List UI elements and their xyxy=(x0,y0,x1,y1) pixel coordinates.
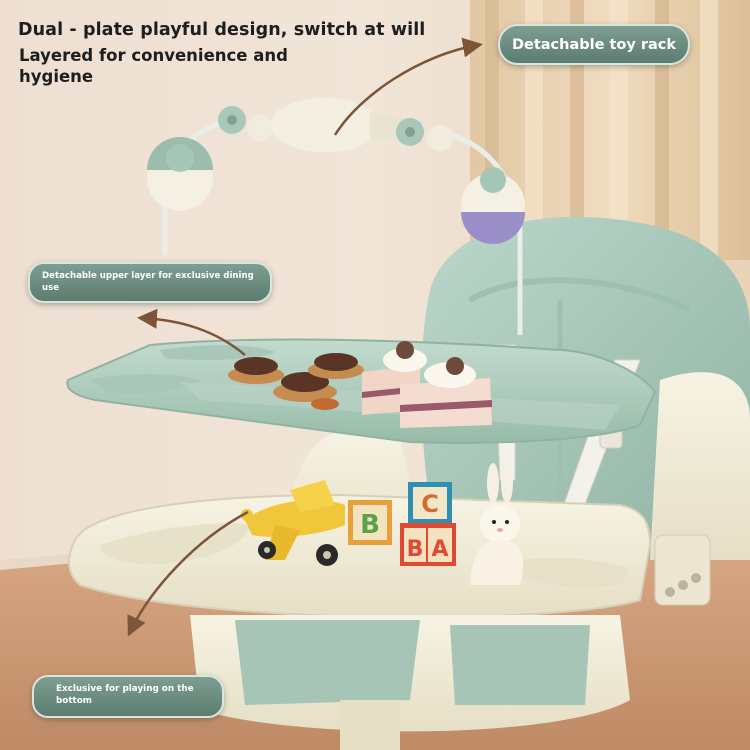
block-letter-top: C xyxy=(421,490,439,518)
block-letter-middle: B xyxy=(360,510,380,540)
curved-arrow-icon xyxy=(137,308,246,356)
headline-line-1: Dual - plate playful design, switch at w… xyxy=(18,20,426,40)
callout-toy-rack: Detachable toy rack xyxy=(498,24,690,65)
desserts xyxy=(228,341,492,428)
headline-line-2: Layered for convenience and hygiene xyxy=(19,46,288,86)
block-letter-bottom-right: A xyxy=(431,537,448,562)
curved-arrow-icon xyxy=(333,37,483,136)
callout-bottom-layer: Exclusive for playing on the bottom xyxy=(32,675,224,718)
curved-arrow-icon xyxy=(127,510,249,637)
letter-block-icon: C B B A xyxy=(348,482,456,566)
callout-upper-layer: Detachable upper layer for exclusive din… xyxy=(28,262,272,303)
rabbit-toy-icon xyxy=(470,463,524,585)
block-letter-bottom-left: B xyxy=(407,537,424,562)
plane-toy-icon xyxy=(241,480,345,566)
